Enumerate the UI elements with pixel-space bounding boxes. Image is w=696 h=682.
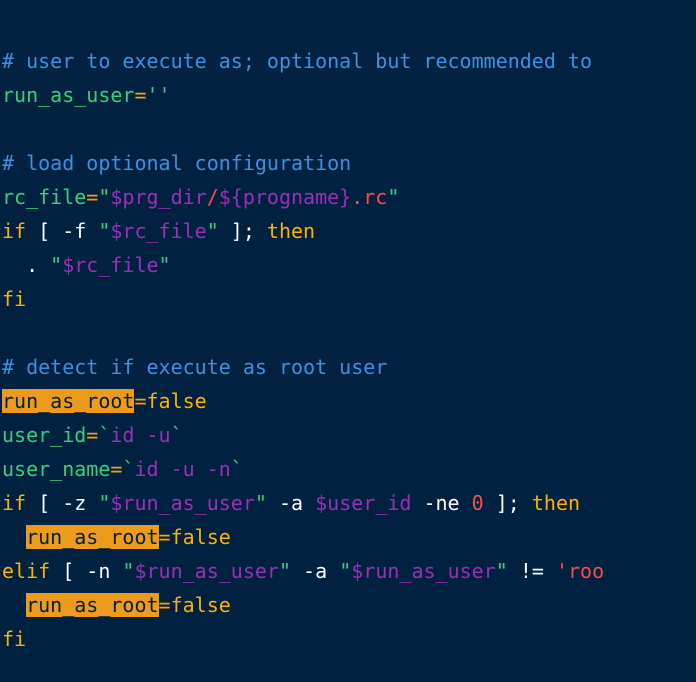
code-token: = [134,389,147,413]
code-token: ]; [483,491,532,515]
highlighted-token: run_as_root [26,593,159,617]
code-token: 'roo [555,559,605,583]
code-line[interactable]: rc_file="$prg_dir/${progname}.rc" [2,180,399,214]
code-token: ${progname} [218,185,352,209]
code-token: $prg_dir [110,185,207,209]
code-token: = [158,525,171,549]
code-token: " [98,491,111,515]
code-token: # load optional configuration [2,151,352,175]
code-token: = [86,423,99,447]
code-token: ]; [218,219,267,243]
code-token: " [122,559,135,583]
code-token: fi [2,287,27,311]
code-token: '' [146,83,171,107]
code-line[interactable]: user_name=`id -u -n` [2,452,243,486]
code-token: [ -z [26,491,99,515]
code-token: $run_as_user [110,491,255,515]
code-token: user_id [2,423,87,447]
code-token: fi [2,627,27,651]
code-token: != [507,559,556,583]
code-line[interactable]: if [ -f "$rc_file" ]; then [2,214,315,248]
code-token: false [146,389,207,413]
code-line[interactable]: # user to execute as; optional but recom… [2,44,592,78]
code-token: rc_file [2,185,87,209]
code-token: 0 [471,491,484,515]
code-token [2,593,26,617]
highlighted-token: run_as_root [26,525,159,549]
code-token: id -u -n [134,457,231,481]
code-token: .rc [351,185,388,209]
code-token: " [98,185,111,209]
code-token: false [170,525,231,549]
code-token: false [170,593,231,617]
code-token: " [495,559,508,583]
code-token: $run_as_user [351,559,496,583]
code-token: user_name [2,457,111,481]
code-token: = [158,593,171,617]
code-token: # detect if execute as root user [2,355,388,379]
code-token: $rc_file [110,219,207,243]
code-token: if [2,219,27,243]
code-token: [ -n [50,559,123,583]
code-line[interactable]: elif [ -n "$run_as_user" -a "$run_as_use… [2,554,604,588]
code-token: ` [122,457,135,481]
highlighted-token: run_as_root [2,389,135,413]
code-token: then [531,491,581,515]
code-token: run_as_user [2,83,135,107]
code-line[interactable]: # load optional configuration [2,146,351,180]
code-token: -a [291,559,340,583]
code-token: $user_id [315,491,412,515]
code-line[interactable]: # detect if execute as root user [2,350,387,384]
code-token: . [2,253,51,277]
code-token: ` [230,457,243,481]
code-token: then [266,219,316,243]
code-token: / [206,185,219,209]
code-token: " [278,559,292,583]
code-line[interactable]: run_as_root=false [2,384,207,418]
code-token: # user to execute as; optional but recom… [2,49,593,73]
code-token: " [254,491,267,515]
code-token: " [50,253,63,277]
code-token: = [86,185,99,209]
code-token: $run_as_user [134,559,279,583]
code-token: elif [2,559,51,583]
code-token: [ -f [26,219,99,243]
code-token: " [339,559,352,583]
code-token: -ne [411,491,472,515]
code-line[interactable]: fi [2,622,26,656]
code-token: ` [170,423,183,447]
code-token: = [110,457,123,481]
code-line[interactable]: run_as_root=false [2,520,231,554]
code-line[interactable]: run_as_root=false [2,588,231,622]
code-line[interactable]: if [ -z "$run_as_user" -a $user_id -ne 0… [2,486,580,520]
code-token: $rc_file [62,253,159,277]
code-line[interactable]: user_id=`id -u` [2,418,183,452]
code-token: " [206,219,219,243]
code-token: if [2,491,27,515]
code-token: id -u [110,423,171,447]
code-token: " [387,185,400,209]
code-line[interactable]: . "$rc_file" [2,248,171,282]
code-line[interactable]: fi [2,282,26,316]
code-token: ` [98,423,111,447]
code-token [2,525,26,549]
code-token: = [134,83,147,107]
code-line[interactable]: run_as_user='' [2,78,171,112]
code-token: -a [266,491,316,515]
code-token: " [98,219,111,243]
code-token: " [158,253,171,277]
